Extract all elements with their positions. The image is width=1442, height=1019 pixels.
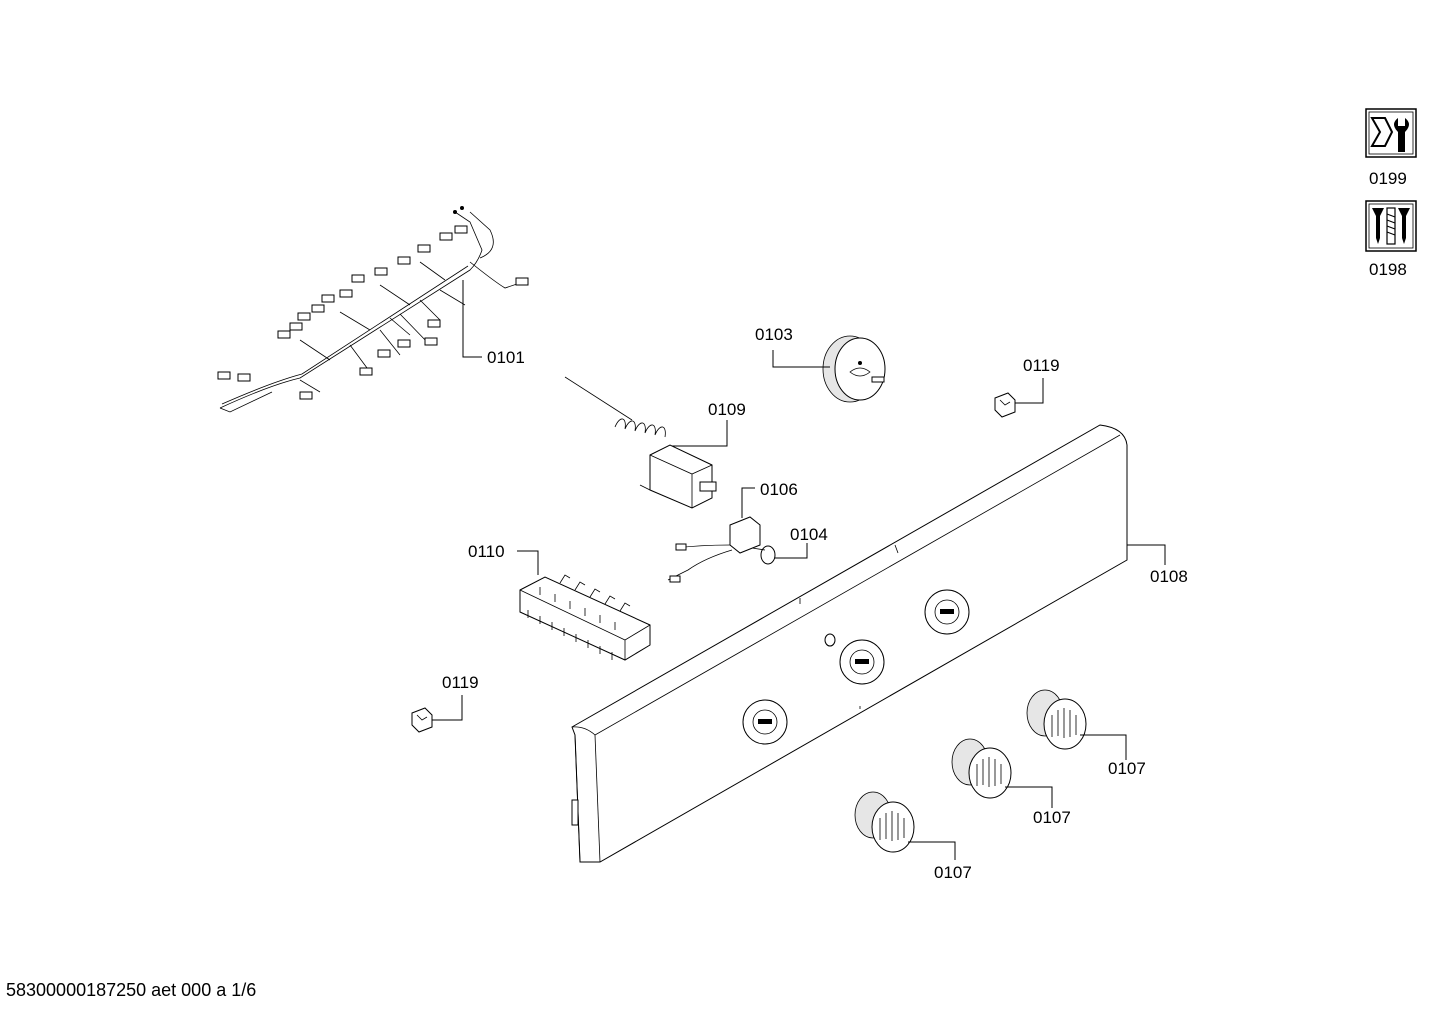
callout-0104: 0104 — [790, 525, 828, 544]
screws-icon — [1365, 200, 1417, 252]
callout-0110: 0110 — [468, 542, 505, 561]
knob-3 — [1026, 689, 1087, 750]
leader-0119-left — [432, 695, 463, 721]
callout-0107-2: 0107 — [1033, 808, 1071, 827]
terminal-block — [519, 574, 651, 661]
callout-0109: 0109 — [708, 400, 746, 419]
knob-2 — [951, 738, 1012, 799]
document-id-footer: 58300000187250 aet 000 a 1/6 — [6, 980, 257, 1000]
clip-left — [411, 707, 433, 733]
leader-0107-1 — [908, 841, 956, 860]
timer — [822, 335, 886, 403]
thermostat — [564, 376, 717, 509]
callout-0101: 0101 — [487, 348, 525, 367]
callout-0107-1: 0107 — [934, 863, 972, 882]
leader-0106 — [741, 487, 755, 518]
callout-0103: 0103 — [755, 325, 793, 344]
leader-0107-2 — [1005, 786, 1053, 808]
knob-1 — [854, 791, 915, 853]
callout-0119-right: 0119 — [1023, 356, 1060, 375]
icon-label-0199: 0199 — [1369, 169, 1407, 188]
callout-0106: 0106 — [760, 480, 798, 499]
switch-0104 — [751, 545, 776, 565]
clip-right — [994, 392, 1016, 418]
leader-0101 — [462, 280, 482, 358]
switch-0106 — [667, 516, 761, 583]
leader-0119-right — [1015, 378, 1044, 404]
control-panel — [571, 424, 1128, 863]
callout-0108: 0108 — [1150, 567, 1188, 586]
leader-0107-3 — [1080, 734, 1127, 760]
callout-0107-3: 0107 — [1108, 759, 1146, 778]
icon-label-0198: 0198 — [1369, 260, 1407, 279]
leader-0110 — [517, 550, 539, 575]
leader-0103 — [772, 350, 830, 368]
leader-0104 — [775, 543, 808, 559]
leader-0109 — [672, 420, 728, 447]
tools-icon — [1365, 108, 1417, 158]
wiring-harness — [217, 206, 529, 413]
leader-0108 — [1127, 544, 1166, 565]
callout-0119-left: 0119 — [442, 673, 479, 692]
